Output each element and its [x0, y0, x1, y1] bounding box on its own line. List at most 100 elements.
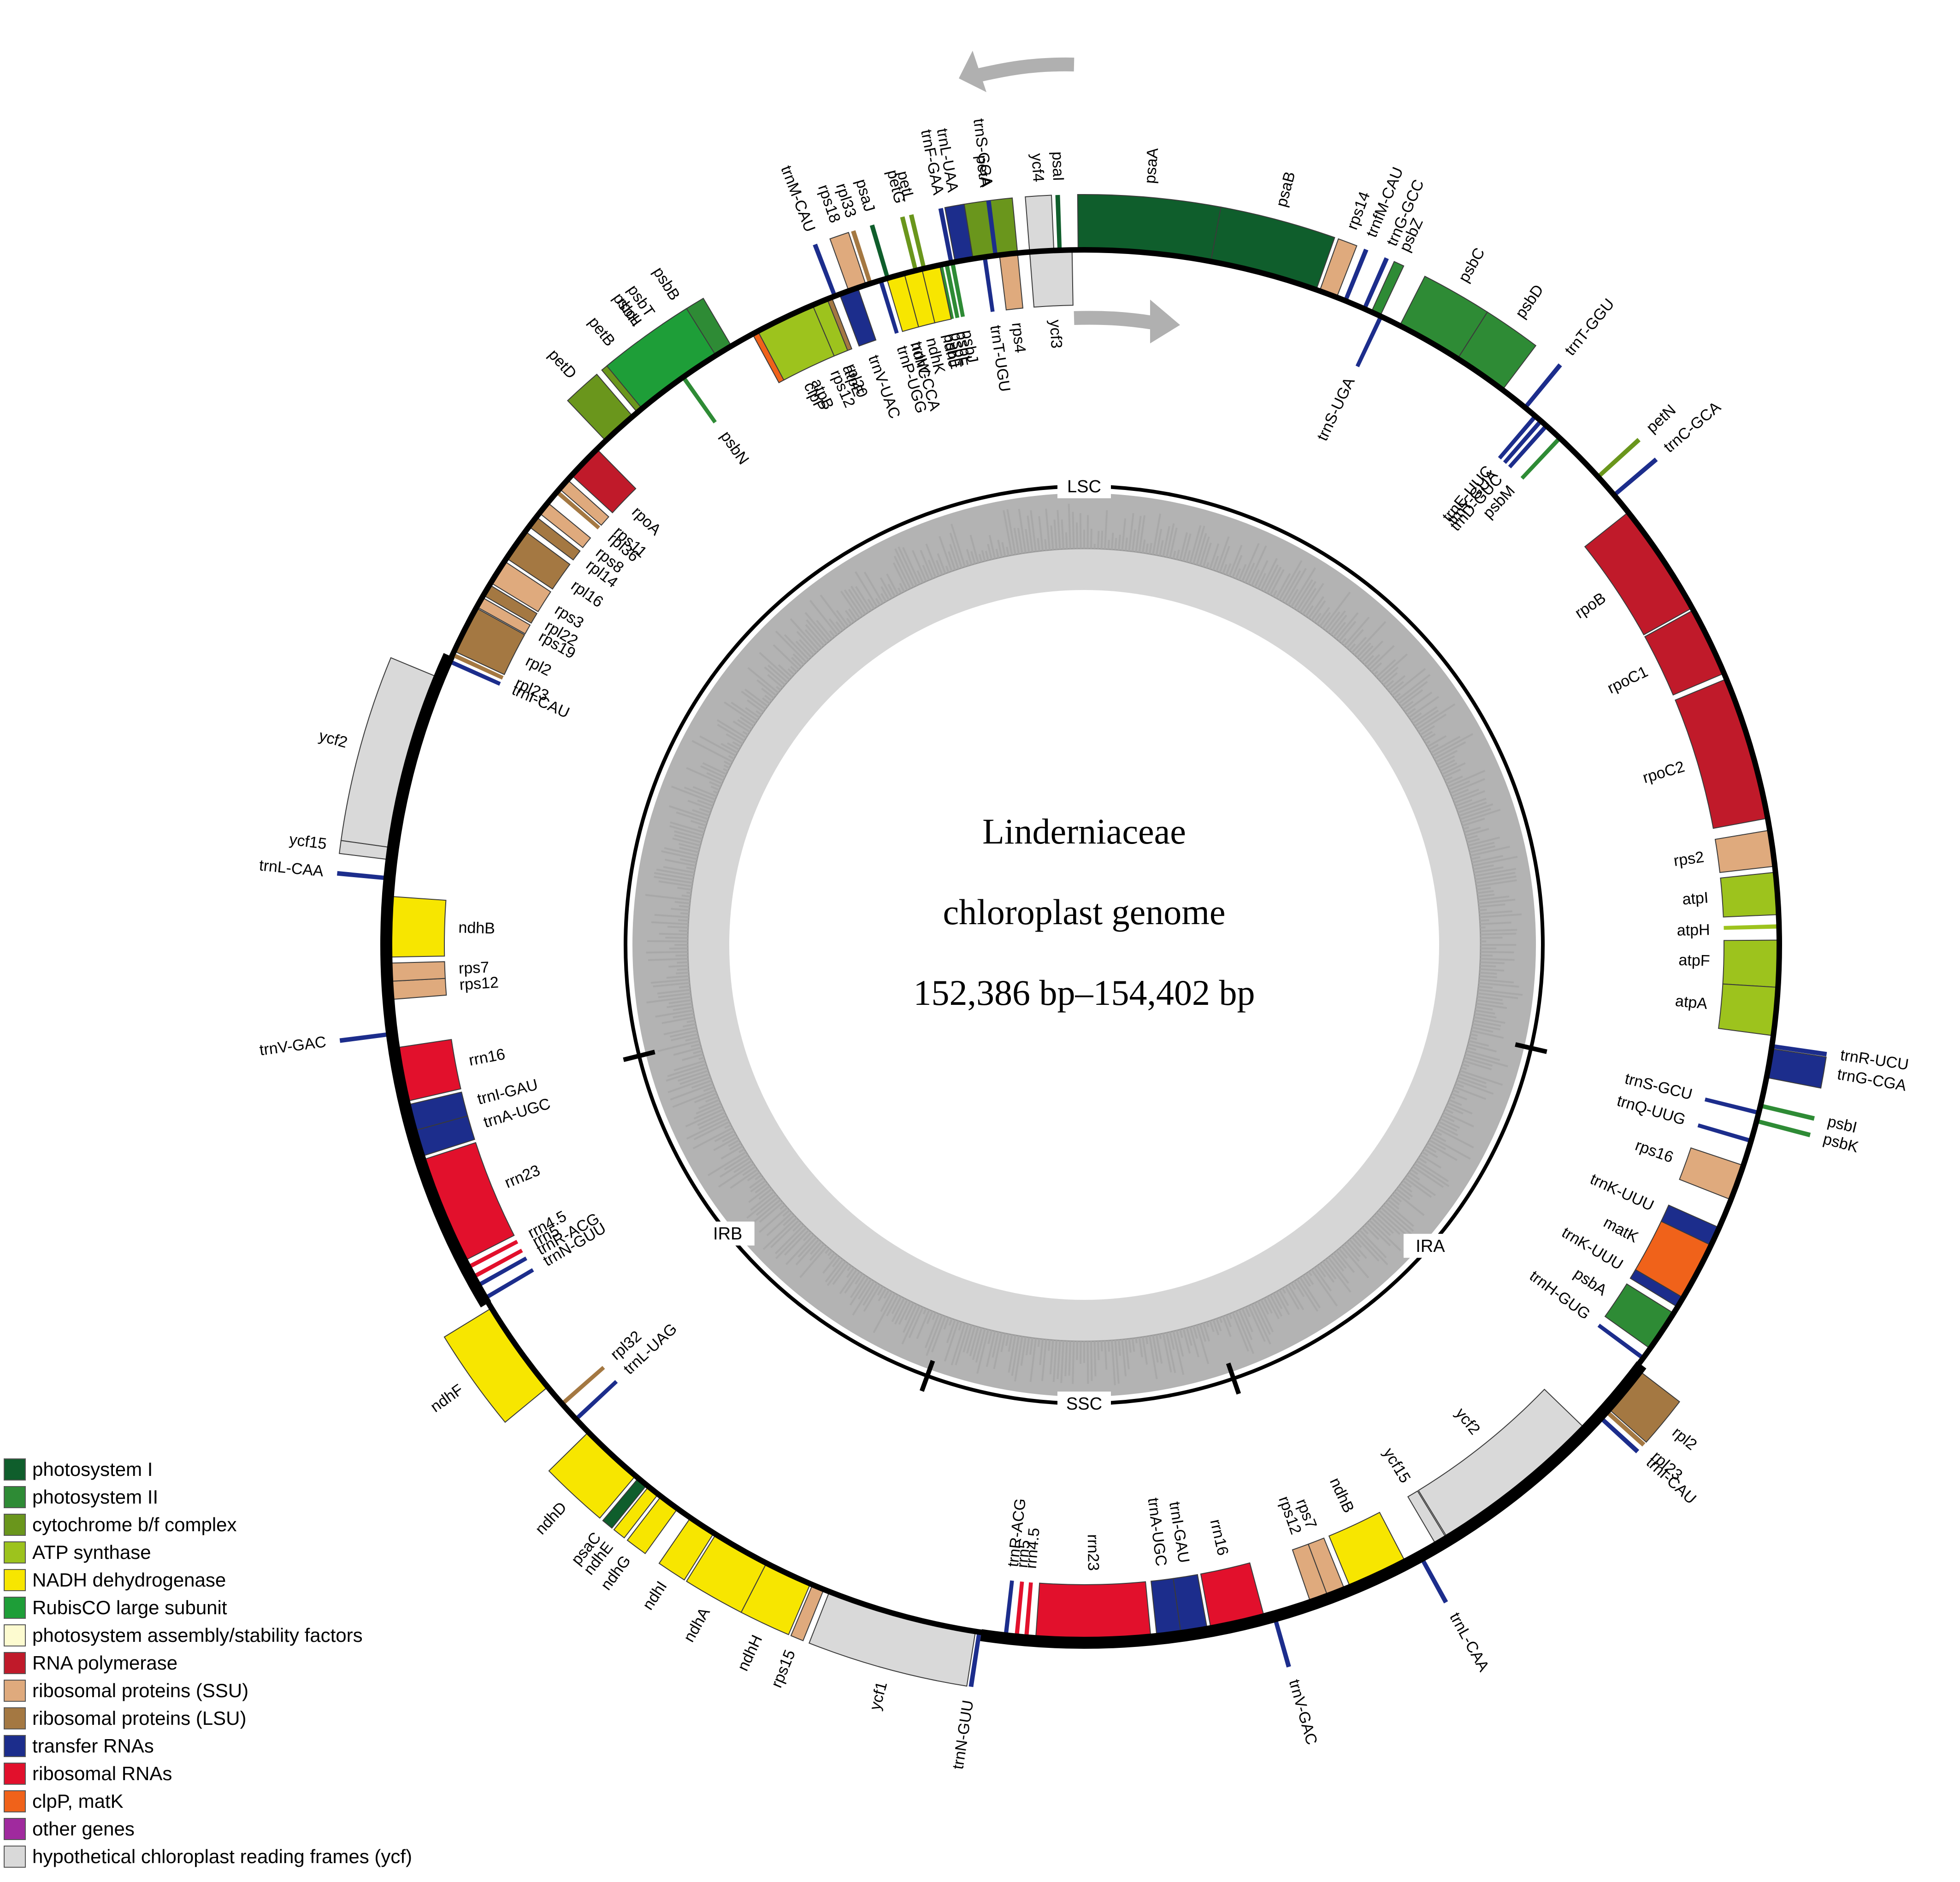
gene-petN	[1596, 438, 1641, 479]
gene-label-atpA: atpA	[1674, 992, 1708, 1013]
legend-swatch	[4, 1818, 26, 1840]
legend-swatch	[4, 1707, 26, 1729]
direction-arrow-inner-head	[1150, 300, 1180, 343]
gene-label-rpoB: rpoB	[1572, 589, 1609, 622]
legend-label: RubisCO large subunit	[32, 1597, 227, 1618]
legend-swatch	[4, 1458, 26, 1481]
gene-psbJ	[950, 262, 965, 317]
gene-label-rps12: rps12	[459, 973, 499, 993]
legend-item-lsu: ribosomal proteins (LSU)	[4, 1705, 412, 1732]
legend-item-ps2: photosystem II	[4, 1483, 412, 1511]
gene-trnP-UGG	[879, 279, 899, 334]
legend-swatch	[4, 1652, 26, 1674]
gene-label-rrn5: rrn5	[1014, 1539, 1034, 1569]
gene-label-ycf15: ycf15	[288, 831, 328, 853]
region-boundary-tick	[1226, 1363, 1241, 1395]
gene-label-rrn4.5: rrn4.5	[1022, 1527, 1043, 1569]
legend-swatch	[4, 1790, 26, 1812]
gene-rpl36	[555, 490, 601, 530]
legend-item-rbc: RubisCO large subunit	[4, 1594, 412, 1622]
legend-item-trna: transfer RNAs	[4, 1732, 412, 1760]
legend-item-other: other genes	[4, 1815, 412, 1843]
legend-label: clpP, matK	[32, 1790, 124, 1812]
gene-label-matK: matK	[1600, 1214, 1641, 1246]
region-boundary-tick	[920, 1360, 935, 1392]
gene-label-psbA: psbA	[1570, 1265, 1610, 1299]
gene-label-ycf2: ycf2	[317, 727, 349, 751]
gene-label-psaA: psaA	[1141, 147, 1162, 184]
gene-rpl32	[561, 1366, 605, 1406]
gene-ycf1	[809, 1591, 976, 1687]
gene-label-atpH: atpH	[1677, 921, 1710, 939]
gene-rps18	[829, 232, 867, 292]
inverted-repeat-arcs	[380, 653, 1647, 1649]
gene-psbN	[681, 376, 717, 424]
gene-trnS-GCU	[1704, 1097, 1759, 1115]
gene-label-ycf1: ycf1	[866, 1680, 891, 1712]
gene-label-trnV-GAC: trnV-GAC	[259, 1033, 327, 1059]
gene-trnT-UGU	[982, 256, 995, 312]
gc-content-ring	[632, 493, 1536, 1397]
gene-label-trnK-UUU: trnK-UUU	[1588, 1170, 1657, 1215]
gene-petL	[909, 214, 926, 269]
region-label-lsc: LSC	[1067, 477, 1101, 496]
gene-trnG-GCC	[1362, 257, 1389, 310]
legend-swatch	[4, 1486, 26, 1508]
gene-features	[337, 194, 1827, 1687]
gene-label-trnI-GAU: trnI-GAU	[1166, 1500, 1193, 1564]
gene-rpoB	[1584, 511, 1693, 636]
region-label-ira: IRA	[1416, 1237, 1445, 1256]
gene-label-ndhH: ndhH	[734, 1632, 766, 1674]
gene-label-trnS-UGA: trnS-UGA	[1313, 374, 1358, 443]
gene-trnL-CAA	[1417, 1552, 1448, 1604]
gc-center-disc	[729, 590, 1439, 1300]
gene-psbK	[1756, 1119, 1811, 1138]
legend-item-asm: photosystem assembly/stability factors	[4, 1622, 412, 1649]
gene-trnR-ACG	[1004, 1580, 1014, 1636]
gene-rps12	[390, 978, 447, 1000]
gene-trnN-GUU	[968, 1632, 982, 1687]
gene-rpl23	[451, 653, 504, 680]
legend-swatch	[4, 1846, 26, 1868]
legend-item-ps1: photosystem I	[4, 1456, 412, 1483]
legend-item-rrna: ribosomal RNAs	[4, 1760, 412, 1788]
gene-label-ycf4: ycf4	[1028, 153, 1047, 183]
legend-label: RNA polymerase	[32, 1652, 178, 1674]
legend-label: hypothetical chloroplast reading frames …	[32, 1846, 413, 1867]
gene-label-atpF: atpF	[1678, 951, 1710, 970]
gene-label-rpoC2: rpoC2	[1641, 758, 1687, 787]
region-label-ssc: SSC	[1066, 1394, 1102, 1414]
genome-size: 152,386 bp–154,402 bp	[914, 973, 1255, 1013]
region-label-bg	[1057, 1392, 1111, 1416]
gene-label-psbC: psbC	[1455, 245, 1488, 285]
gene-label-trnL-CAA: trnL-CAA	[1446, 1610, 1493, 1675]
gene-rrn5	[472, 1249, 523, 1279]
gene-label-psaI: psaI	[1049, 151, 1067, 182]
gene-rrn23	[1035, 1581, 1151, 1640]
gene-label-trnA-UGC: trnA-UGC	[1144, 1497, 1170, 1567]
genome-subtitle: chloroplast genome	[943, 892, 1226, 932]
legend-item-cyt: cytochrome b/f complex	[4, 1511, 412, 1539]
gene-trnR-UCU	[1771, 1044, 1827, 1057]
ira-arc	[980, 1361, 1647, 1649]
legend-label: ribosomal proteins (LSU)	[32, 1707, 247, 1729]
gene-label-psaB: psaB	[1273, 170, 1299, 209]
gene-trnT-GGU	[1523, 363, 1562, 409]
gene-psaI	[1055, 195, 1062, 251]
direction-arrow-outer-head	[959, 51, 986, 92]
gene-trnH-GUG	[1597, 1323, 1645, 1360]
gene-trnC-GCA	[1612, 457, 1658, 497]
legend-label: ribosomal proteins (SSU)	[32, 1680, 249, 1701]
legend-swatch	[4, 1735, 26, 1757]
legend-label: photosystem assembly/stability factors	[32, 1624, 363, 1646]
gene-ycf4	[1025, 195, 1055, 253]
gene-label-trnN-GUU: trnN-GUU	[949, 1699, 977, 1770]
gene-atpH	[1724, 924, 1779, 930]
legend-item-atp: ATP synthase	[4, 1539, 412, 1566]
gene-trnN-GUU	[484, 1268, 534, 1300]
gene-ndhB	[389, 896, 447, 958]
legend-label: other genes	[32, 1818, 135, 1840]
gene-trnI-CAU	[1595, 1412, 1640, 1453]
gene-label-rps7: rps7	[458, 959, 490, 978]
gene-atpA	[1718, 983, 1779, 1036]
